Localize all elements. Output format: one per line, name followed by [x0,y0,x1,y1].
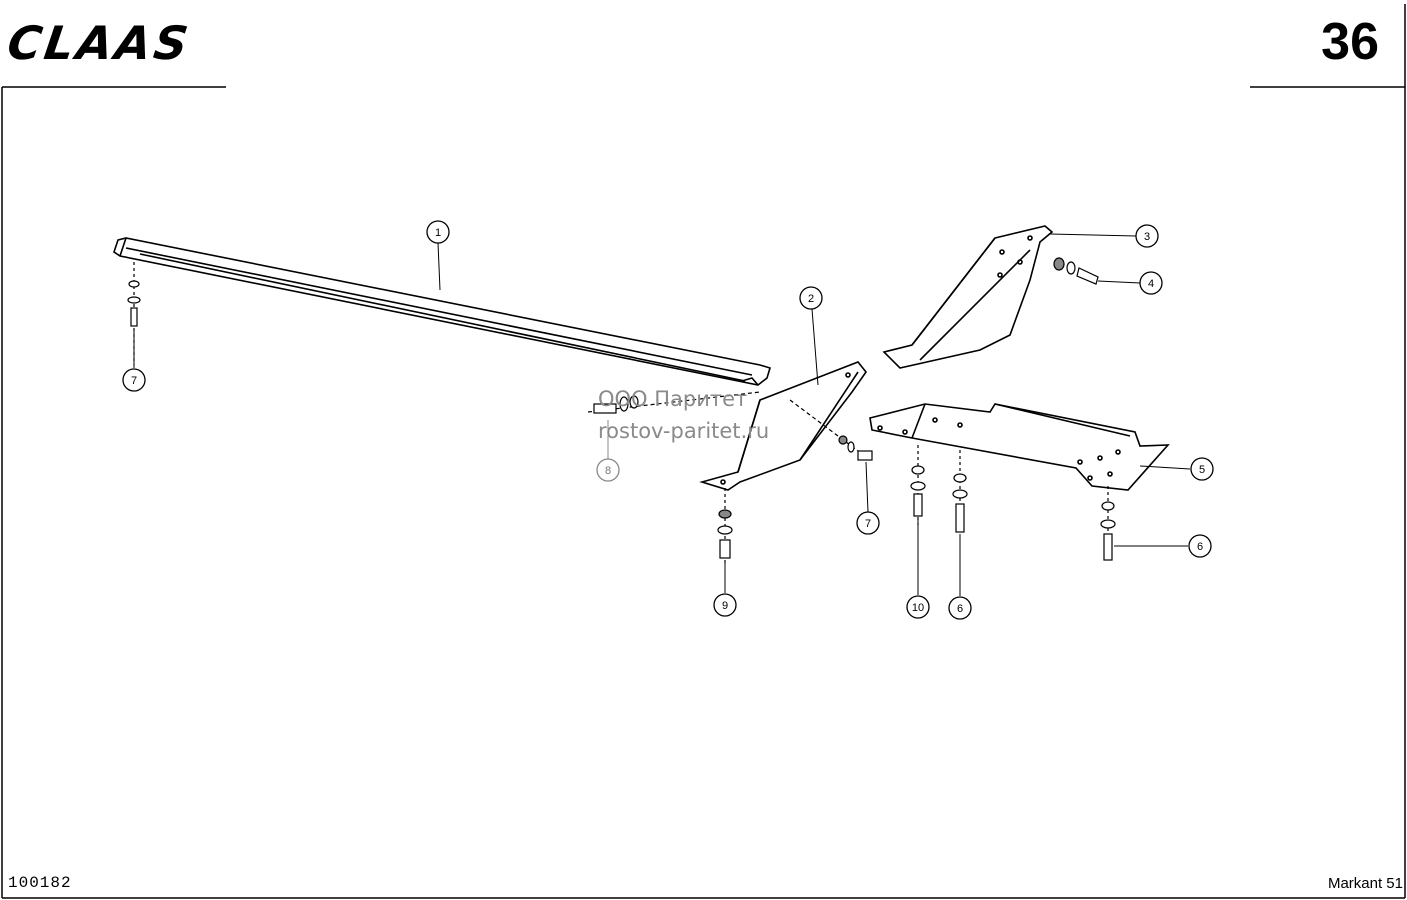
part-1-beam [113,237,771,386]
part-10-bolt [910,445,926,525]
callout-8-ring [596,458,620,482]
part-9-bolt [717,488,733,565]
callout-7a-ring [122,368,146,392]
callout-3-ring [1135,224,1159,248]
callout-7a: 7 [131,375,137,387]
part-8-bolt [587,391,761,414]
part-5-plate [869,403,1170,491]
leader-lines [133,233,1191,596]
drawing-code: 100182 [8,874,72,892]
watermark-company: ООО Паритет [598,387,748,411]
callout-7b: 7 [865,518,871,530]
callout-4-ring [1139,271,1163,295]
callout-2-ring [799,286,823,310]
watermark: ООО Паритет rostov-paritet.ru [598,383,769,447]
callout-6b-ring [948,596,972,620]
callout-1-ring [426,220,450,244]
callout-4: 4 [1148,278,1154,290]
callout-5: 5 [1199,464,1205,476]
callout-1: 1 [435,227,441,239]
watermark-url: rostov-paritet.ru [598,419,770,443]
callout-6a-ring [1188,534,1212,558]
callout-8: 8 [605,465,611,477]
callout-9: 9 [722,600,728,612]
callout-circles [122,220,1214,620]
part-3-bracket [882,225,1054,369]
callout-6a: 6 [1197,541,1203,553]
part-6-bolt-right [1100,486,1116,561]
part-2-bracket [699,361,867,491]
callout-10-ring [906,595,930,619]
callout-10: 10 [912,602,924,614]
part-4-bolt [1053,257,1099,285]
part-7-bolt-right [789,399,873,461]
part-6-bolt-center [952,450,968,533]
page-number: 36 [1321,13,1379,71]
callout-5-ring [1190,457,1214,481]
callout-3: 3 [1144,231,1150,243]
callout-6b: 6 [957,603,963,615]
sheet-frame [1,4,1406,899]
callout-7b-ring [856,511,880,535]
model-name: Markant 51 [1327,875,1403,892]
callout-labels: 1 2 3 4 5 6 6 7 7 8 9 10 [131,227,1205,615]
callout-2: 2 [808,293,814,305]
callout-9-ring [713,593,737,617]
